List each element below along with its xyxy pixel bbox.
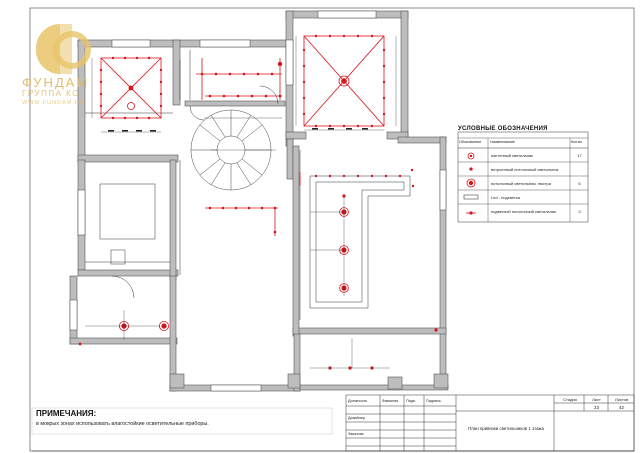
- title-role-designer: Дизайнер: [348, 415, 365, 420]
- notes-frame: [31, 407, 333, 435]
- legend-header-name: Наименование: [490, 139, 515, 144]
- title-role-client: Заказчик: [348, 431, 364, 436]
- door-swings: [111, 85, 279, 299]
- lighting-room-1: [99, 56, 163, 120]
- title-sheet-number: 23: [594, 404, 599, 410]
- logo-text: ФУНДАМ ГРУППА КО WWW.FUNDAM.RU: [22, 76, 142, 107]
- legend-header-qty: Кол-во: [571, 139, 583, 144]
- legend-title: УСЛОВНЫЕ ОБОЗНАЧЕНИЯ: [458, 126, 548, 132]
- lighting-room-3: [309, 168, 415, 309]
- legend-row-name: подвесной потолочный светильник: [491, 209, 556, 214]
- logo-tagline: WWW.FUNDAM.RU: [22, 100, 85, 106]
- title-col-signature: Подпись: [426, 399, 442, 403]
- windows: [69, 10, 447, 392]
- chandelier-symbol-icon: [466, 178, 476, 188]
- pendant-light-symbol-icon: [466, 211, 476, 215]
- legend-row-qty: 6: [578, 181, 581, 186]
- legend-row-qty: 17: [577, 153, 582, 158]
- legend-row-name: встроенный потолочный светильник: [491, 167, 559, 172]
- company-logo: [35, 24, 91, 75]
- title-col-surname: Фамилия: [382, 399, 399, 403]
- legend-row-name: потолочный светильник/ люстра: [491, 181, 551, 186]
- title-col-sign: Подп.: [406, 399, 417, 403]
- dimension-ticks: [108, 128, 368, 132]
- notes-title: ПРИМЕЧАНИЯ:: [36, 409, 97, 418]
- led-strip-symbol-icon: [463, 194, 479, 200]
- legend-row-qty: 3: [578, 209, 581, 214]
- logo-name: ФУНДАМ: [22, 75, 90, 90]
- lighting-room-2: [302, 34, 386, 128]
- legend-header-symbol: Обозначение: [459, 139, 482, 144]
- dimension-lines: [91, 36, 397, 151]
- sheet-frame: [29, 7, 635, 452]
- title-sheets-label: Листов: [615, 397, 628, 402]
- lighting-room-4: [78, 310, 169, 346]
- legend-row-name: Led - подсветка: [491, 195, 520, 200]
- wall-light-symbol-icon: [467, 152, 475, 160]
- title-sheets-total: 42: [619, 404, 624, 410]
- lighting-hall: [205, 172, 301, 236]
- legend-table: [457, 131, 589, 223]
- notes-text: в мокрых зонах использовать влагостойкие…: [36, 421, 209, 427]
- logo-subtitle: ГРУППА КО: [22, 89, 80, 98]
- lighting-corridor-bottom: [310, 328, 438, 370]
- title-sheet-label: Лист: [592, 397, 601, 402]
- lighting-corridor-top: [196, 58, 283, 100]
- title-stage-label: Стадия: [563, 397, 577, 402]
- legend-row-name: настенный светильник: [491, 153, 533, 158]
- recessed-light-symbol-icon: [469, 167, 473, 171]
- drawing-title: План привязки светильников 1 этажа: [468, 426, 544, 431]
- title-col-position: Должность: [348, 399, 368, 403]
